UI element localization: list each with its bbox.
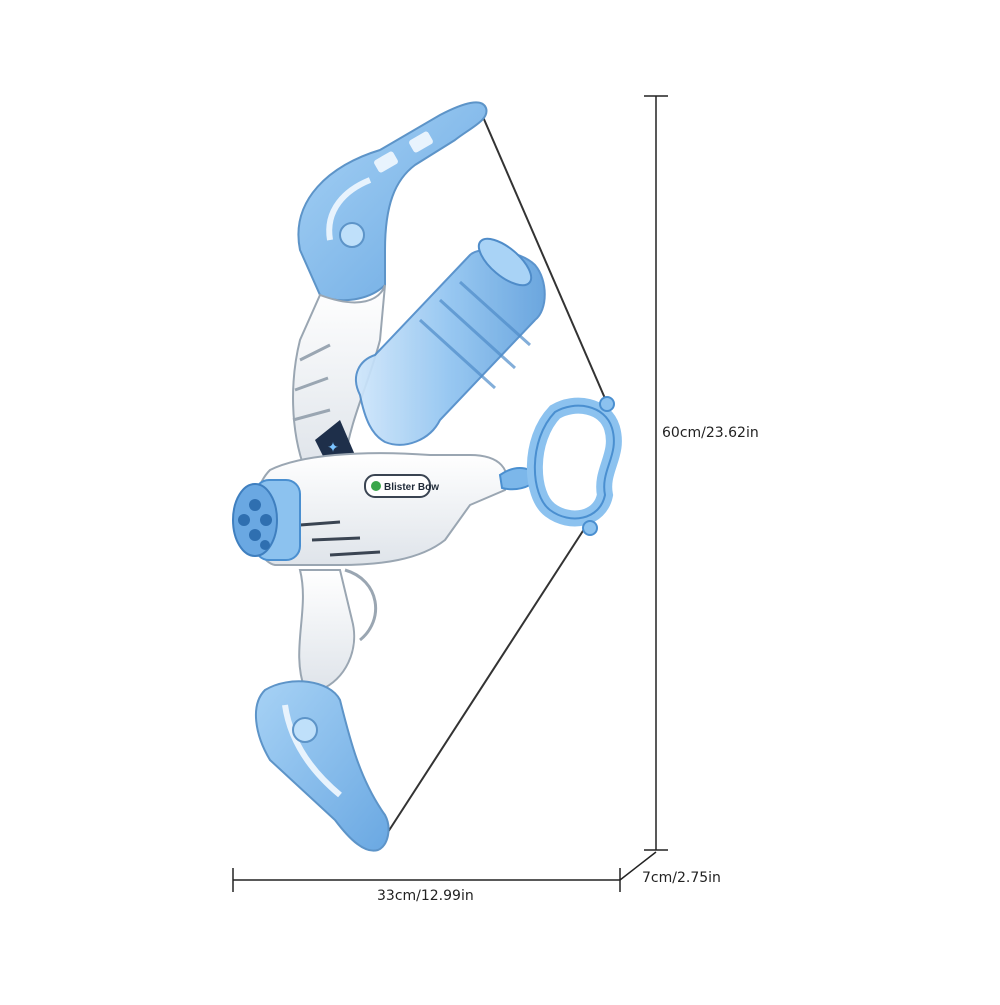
grip [298, 568, 377, 691]
draw-ring [526, 396, 622, 536]
water-bottle-magazine [355, 237, 546, 446]
upper-limb [297, 101, 488, 302]
lower-limb [254, 680, 390, 852]
upper-frame [292, 284, 386, 472]
brand-badge [364, 474, 431, 498]
brand-name: Blister Bow [384, 482, 439, 493]
height-label: 60cm/23.62in [662, 425, 759, 441]
depth-label: 7cm/2.75in [642, 870, 721, 886]
width-label: 33cm/12.99in [377, 888, 474, 904]
bow-string [387, 109, 608, 833]
svg-text:✦: ✦ [327, 440, 339, 456]
height-dimension-line [644, 95, 668, 851]
muzzle [232, 479, 301, 561]
depth-dimension-line [619, 851, 657, 881]
blaster-body: Blister Bow [252, 452, 531, 566]
